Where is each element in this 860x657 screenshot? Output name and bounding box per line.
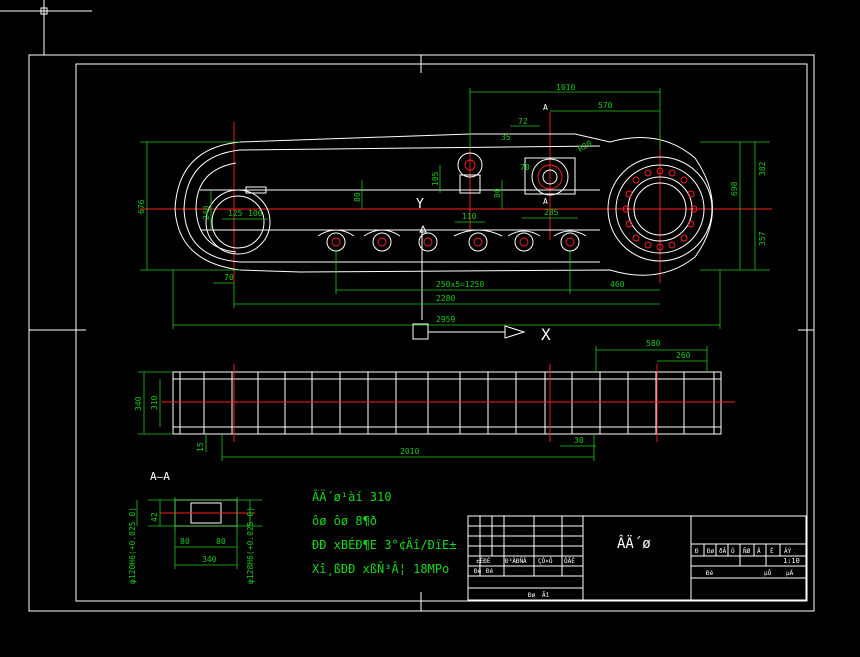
header-cell-2: Ðø	[707, 548, 715, 555]
dim-698: 698	[730, 181, 739, 196]
section-mark-a-bottom: A	[543, 197, 548, 206]
dim-80a: 80	[353, 192, 362, 202]
note-line-3: ÐÐ xBÉÐ¶E 3°¢Äî/ÐïE±	[312, 537, 457, 552]
dim-2959: 2959	[436, 315, 455, 324]
dim-382: 382	[758, 161, 767, 176]
rb-cell-1: Ðé	[706, 570, 714, 577]
row2-cell-2: Ðé	[486, 568, 494, 575]
ucs-crosshair-icon	[0, 0, 92, 55]
dim-42: 42	[150, 512, 159, 522]
side-view	[162, 364, 735, 442]
header-cell-8: ÂÝ	[784, 548, 792, 555]
row1-cell-3: ÇÔ×Ô	[538, 558, 553, 565]
dim-80b: 80	[493, 188, 502, 198]
header-cell-7: Ë	[770, 548, 774, 555]
track-shoe-lines	[203, 372, 685, 434]
dim-2010: 2010	[400, 447, 419, 456]
dim-570: 570	[598, 101, 613, 110]
note-line-4: Xî¸ßÐÐ xßÑ³Â¦ 18MPo	[312, 561, 449, 576]
dim-15: 15	[196, 442, 205, 452]
dim-580: 580	[646, 339, 661, 348]
dim-340: 340	[134, 396, 143, 411]
section-mark-a-top: A	[543, 103, 548, 112]
header-cell-5: ÑØ	[743, 548, 751, 555]
sprocket-bolt-holes	[622, 167, 698, 251]
dim-240: 240	[202, 205, 211, 220]
dim-340-section: 340	[202, 555, 217, 564]
section-a-a	[148, 497, 262, 530]
dim-30: 30	[574, 436, 584, 445]
dim-80-left: 80	[180, 537, 190, 546]
dim-285: 285	[544, 208, 559, 217]
bottom-cell-1: Ðø	[528, 592, 536, 599]
row1-cell-1: ±ÉÐÉ	[476, 557, 491, 565]
dim-2280: 2280	[436, 294, 455, 303]
dim-70b: 70	[224, 273, 234, 282]
track-rollers	[317, 229, 587, 252]
front-view-dimensions: 1010 570 72 35 70 R20 105 80 80 110 285 …	[137, 83, 770, 329]
sheet-border	[28, 54, 815, 612]
side-view-dimensions: 580 260 340 310 2010 30 15	[134, 339, 708, 461]
dim-260: 260	[676, 351, 691, 360]
bottom-cell-2: Ãî	[542, 592, 550, 599]
fit-right: φ128H6(+0.025 0)	[246, 507, 255, 584]
title-block-name: ÂÄ´ø	[617, 534, 651, 552]
dim-1010: 1010	[556, 83, 575, 92]
dim-460: 460	[610, 280, 625, 289]
ucs-icon: X	[412, 323, 551, 344]
dim-1250: 250x5=1250	[436, 280, 484, 289]
row1-cell-2: Ð³ÂÐÑÂ	[505, 558, 527, 565]
dim-105: 105	[431, 171, 440, 186]
header-cell-6: Ä	[757, 548, 761, 555]
dim-72: 72	[518, 117, 528, 126]
title-block: ÂÄ´ø 1:10 Ð Ðø ðÂ Ó ÑØ Ä Ë ÂÝ ±ÉÐÉ Ð³ÂÐÑ…	[467, 515, 807, 601]
rb-cell-3: µÄ	[786, 570, 794, 577]
dim-310: 310	[150, 395, 159, 410]
fit-left: φ120H6(+0.025 0)	[128, 507, 137, 584]
front-view: Y A A	[140, 103, 772, 320]
technical-notes: ÂÄ´ø¹àí 310 ôø ôø 8¶ð ÐÐ xBÉÐ¶E 3°¢Äî/Ðï…	[312, 489, 457, 576]
dim-110: 110	[462, 212, 477, 221]
section-dimensions: 42 80 80 340 φ120H6(+0.025 0) φ128H6(+0.…	[128, 500, 255, 584]
dim-125: 125	[228, 209, 243, 218]
note-line-2: ôø ôø 8¶ð	[312, 514, 377, 528]
dim-357: 357	[758, 231, 767, 246]
rb-cell-2: µÔ	[764, 570, 772, 577]
dim-100: 100	[248, 209, 263, 218]
dim-r-hole: R20	[577, 139, 594, 154]
axis-x-label: X	[541, 325, 551, 344]
dim-676: 676	[137, 199, 146, 214]
section-title: A—A	[150, 470, 170, 483]
note-line-1: ÂÄ´ø¹àí 310	[312, 489, 391, 504]
header-cell-3: ðÂ	[719, 548, 727, 555]
row2-cell-1: Ðé	[474, 568, 482, 575]
row1-cell-4: ÔÃÉ	[564, 557, 575, 565]
header-cell-1: Ð	[695, 548, 699, 555]
dim-35: 35	[501, 133, 511, 142]
dim-80-right: 80	[216, 537, 226, 546]
title-block-scale: 1:10	[783, 557, 800, 565]
axis-y-label: Y	[416, 197, 424, 212]
header-cell-4: Ó	[731, 548, 735, 555]
dim-70: 70	[520, 163, 530, 172]
